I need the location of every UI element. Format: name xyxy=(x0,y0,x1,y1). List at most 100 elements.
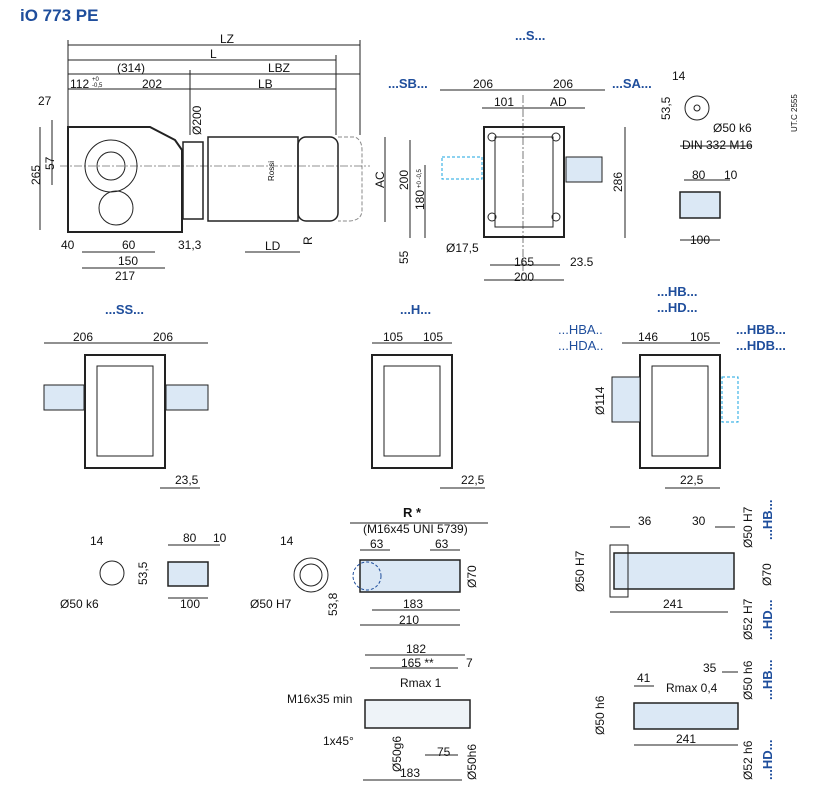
gearbox-ss-view xyxy=(43,342,209,489)
dim-14: 14 xyxy=(90,534,104,548)
dim-206-right: 206 xyxy=(153,330,174,344)
dim-105-right: 105 xyxy=(423,330,444,344)
dim-101: 101 xyxy=(494,95,515,109)
dim-lbz: LBZ xyxy=(268,61,291,75)
shaft-end-bottom xyxy=(99,544,220,599)
r-note: (M16x45 UNI 5739) xyxy=(363,522,468,536)
dim-63-right: 63 xyxy=(435,537,449,551)
heading-hb: ...HB... xyxy=(657,284,698,299)
dim-210: 210 xyxy=(399,613,420,627)
dim-100: 100 xyxy=(690,233,711,247)
dim-14: 14 xyxy=(280,534,294,548)
dim-183: 183 xyxy=(403,597,424,611)
dim-ld: LD xyxy=(265,239,281,253)
dim-80: 80 xyxy=(692,168,706,182)
dim-165: 165 ** xyxy=(401,656,434,670)
dim-180: 180 xyxy=(413,189,427,210)
dim-35: 35 xyxy=(703,661,717,675)
dim-41: 41 xyxy=(637,671,651,685)
hb-shaft xyxy=(633,671,739,746)
dim-202: 202 xyxy=(142,77,163,91)
dim-27: 27 xyxy=(38,94,52,108)
page-title: iO 773 PE xyxy=(20,6,99,25)
dim-165: 165 xyxy=(514,255,535,269)
dim-dia50-h6: Ø50h6 xyxy=(465,743,479,780)
dim-57: 57 xyxy=(43,156,57,170)
dim-dia50-k6: Ø50 k6 xyxy=(60,597,99,611)
heading-hba: ...HBA.. xyxy=(558,322,603,337)
dim-206-right: 206 xyxy=(553,77,574,91)
dim-180-tolerance: +0 -0,5 xyxy=(417,169,423,188)
dim-30: 30 xyxy=(692,514,706,528)
dim-dia50-k6: Ø50 k6 xyxy=(713,121,752,135)
dim-100: 100 xyxy=(180,597,201,611)
dim-206-left: 206 xyxy=(473,77,494,91)
dim-105-left: 105 xyxy=(383,330,404,344)
heading-hbb: ...HBB... xyxy=(736,322,786,337)
dim-dia50-h6-left: Ø50 h6 xyxy=(593,695,607,735)
dim-112: 112 xyxy=(70,77,90,91)
heading-hd: ...HD... xyxy=(657,300,698,315)
dim-200-horizontal: 200 xyxy=(514,270,535,284)
shaft-detail xyxy=(363,654,471,781)
shaft-end-top xyxy=(679,95,752,241)
rossi-logo: Rossi xyxy=(267,160,277,182)
dim-75: 75 xyxy=(437,745,451,759)
dim-14: 14 xyxy=(672,69,686,83)
dim-dia52-h6: Ø52 h6 xyxy=(741,740,755,780)
hollow-shaft-section xyxy=(293,557,329,593)
dim-200-vertical: 200 xyxy=(397,169,411,190)
rmax-note: Rmax 1 xyxy=(400,676,442,690)
dim-183: 183 xyxy=(400,766,421,780)
dim-dia114: Ø114 xyxy=(593,386,607,415)
dim-dia50-h7: Ø50 H7 xyxy=(250,597,292,611)
dim-lb: LB xyxy=(258,77,273,91)
dim-241: 241 xyxy=(663,597,684,611)
dim-36: 36 xyxy=(638,514,652,528)
dim-dia50-h6-top: Ø50 h6 xyxy=(741,660,755,700)
heading-r: R * xyxy=(403,505,422,520)
chamfer-note: 1x45° xyxy=(323,734,354,748)
dim-60: 60 xyxy=(122,238,136,252)
rmax-note: Rmax 0,4 xyxy=(666,681,718,695)
label-hb: ...HB... xyxy=(760,499,775,540)
dim-112-tolerance: +0 -0,5 xyxy=(92,77,103,89)
dim-80: 80 xyxy=(183,531,197,545)
dim-146: 146 xyxy=(638,330,659,344)
label-hd: ...HD... xyxy=(760,739,775,780)
dim-217: 217 xyxy=(115,269,136,283)
dim-dia17-5: Ø17,5 xyxy=(446,241,479,255)
din-note: DIN 332 M16 xyxy=(682,138,753,152)
heading-hda: ...HDA.. xyxy=(558,338,604,353)
dim-22-5: 22,5 xyxy=(680,473,704,487)
thread-note: M16x35 min xyxy=(287,692,353,706)
dim-206-left: 206 xyxy=(73,330,94,344)
dim-dia70: Ø70 xyxy=(465,565,479,588)
dim-22-5: 22,5 xyxy=(461,473,485,487)
drawing-code: UT.C 2555 xyxy=(790,94,799,132)
gearbox-s-view xyxy=(409,89,626,281)
gearbox-hb-view xyxy=(611,342,739,489)
dim-150: 150 xyxy=(118,254,139,268)
label-hd: ...HD... xyxy=(760,599,775,640)
dim-286: 286 xyxy=(611,171,625,192)
dim-dia70: Ø70 xyxy=(760,563,774,586)
dim-dia52-h7: Ø52 H7 xyxy=(741,598,755,640)
dim-10: 10 xyxy=(724,168,738,182)
dim-10: 10 xyxy=(213,531,227,545)
dim-105: 105 xyxy=(690,330,711,344)
heading-hdb: ...HDB... xyxy=(736,338,786,353)
dim-53-5: 53,5 xyxy=(136,561,150,585)
dim-31-3: 31,3 xyxy=(178,238,202,252)
heading-sa: ...SA... xyxy=(612,76,652,91)
dim-dia200: Ø200 xyxy=(190,105,204,135)
dim-265: 265 xyxy=(29,164,43,185)
dim-23-5: 23.5 xyxy=(570,255,594,269)
heading-ss: ...SS... xyxy=(105,302,145,317)
r-detail-shaft xyxy=(350,522,488,626)
hb-hollow-shaft xyxy=(609,526,735,613)
heading-s: ...S... xyxy=(515,28,546,43)
dim-lz: LZ xyxy=(220,32,235,46)
dim-53-5: 53,5 xyxy=(659,96,673,120)
